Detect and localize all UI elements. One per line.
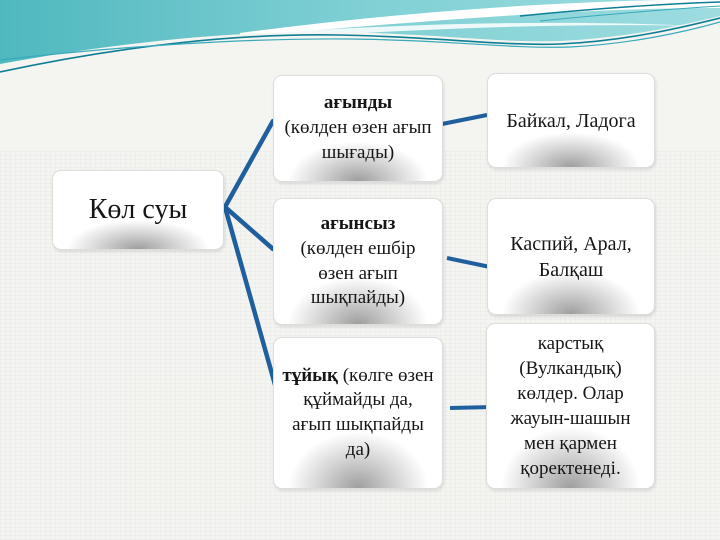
type-node-closed: тұйық (көлге өзен құймайды да, ағып шықп… xyxy=(273,337,443,489)
type-description: (көлден ешбір өзен ағып шықпайды) xyxy=(300,237,416,309)
type-node-flowing: ағынды (көлден өзен ағып шығады) xyxy=(273,75,443,182)
examples-node-closed: карстық (Вулкандық) көлдер. Олар жауын-ш… xyxy=(486,323,655,489)
type-node-flowing-text: ағынды (көлден өзен ағып шығады) xyxy=(282,91,434,165)
boundary-line-light xyxy=(0,21,720,61)
type-description: (көлге өзен құймайды да, ағып шықпайды д… xyxy=(292,364,434,460)
examples-node-endorheic: Каспий, Арал, Балқаш xyxy=(487,198,655,315)
corner-line-light xyxy=(539,5,720,22)
examples-text: карстық (Вулкандық) көлдер. Олар жауын-ш… xyxy=(510,332,631,480)
type-keyword: ағынды xyxy=(323,92,393,114)
examples-text: Байкал, Ладога xyxy=(506,109,636,132)
root-node-lake-water: Көл суы xyxy=(52,170,224,250)
connector-type-2-to-examples-2 xyxy=(446,256,491,269)
type-description: (көлден өзен ағып шығады) xyxy=(284,117,432,163)
examples-text: Каспий, Арал, Балқаш xyxy=(510,232,632,281)
root-node-label: Көл суы xyxy=(88,193,188,225)
type-keyword: тұйық xyxy=(282,364,338,386)
connector-type-1-to-examples-1 xyxy=(441,113,488,126)
type-node-endorheic: ағынсыз(көлден ешбір өзен ағып шықпайды) xyxy=(273,198,443,325)
type-node-closed-text: тұйық (көлге өзен құймайды да, ағып шықп… xyxy=(282,364,434,463)
corner-line-dark xyxy=(519,1,720,17)
examples-node-flowing: Байкал, Ладога xyxy=(487,73,655,168)
type-node-endorheic-text: ағынсыз(көлден ешбір өзен ағып шықпайды) xyxy=(282,212,434,311)
type-keyword: ағынсыз xyxy=(320,213,396,235)
connector-type-3-to-examples-3 xyxy=(449,405,494,410)
